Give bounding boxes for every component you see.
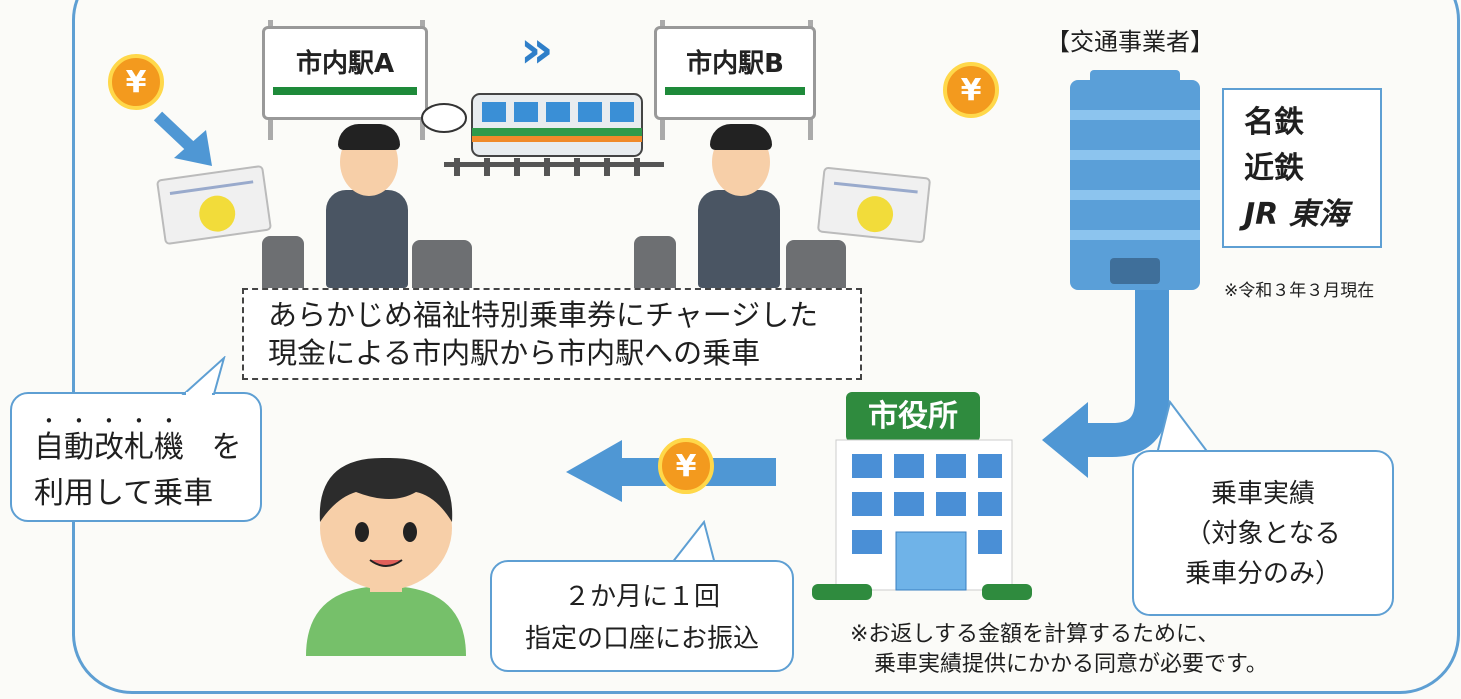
- gate-line-1-main: 自動改札機: [34, 430, 184, 465]
- city-hall-building-icon: [812, 439, 1032, 600]
- records-line-2: （対象となる: [1185, 519, 1341, 549]
- gate-usage-bubble: 自動改札機 を 利用して乗車: [10, 392, 262, 522]
- boarding-line-2: 現金による市内駅から市内駅への乗車: [268, 336, 761, 370]
- station-b-stripe: [665, 87, 805, 95]
- operator-building-icon: [1070, 70, 1200, 290]
- gate-line-2: 利用して乗車: [34, 476, 214, 511]
- train-icon: [421, 93, 664, 176]
- consent-line-2: 乗車実績提供にかかる同意が必要です。: [874, 652, 1268, 677]
- ticket-gate-icon: [412, 240, 472, 290]
- yen-coin-icon: ¥: [108, 54, 164, 110]
- payment-line-1: ２か月に１回: [563, 582, 720, 612]
- ic-card-icon: [816, 166, 932, 244]
- city-hall-label: 市役所: [868, 399, 958, 434]
- yen-coin-icon: ¥: [658, 438, 714, 494]
- yen-coin-icon: ¥: [943, 62, 999, 118]
- ticket-gate-icon: [786, 240, 846, 290]
- consent-line-1: ※お返しする金額を計算するために、: [850, 622, 1220, 647]
- businessman-hair-icon: [710, 124, 772, 150]
- gate-line-1-suffix: を: [211, 430, 242, 465]
- payment-bubble: ２か月に１回 指定の口座にお振込: [490, 560, 794, 672]
- records-line-1: 乗車実績: [1210, 479, 1315, 509]
- records-line-3: 乗車分のみ）: [1184, 559, 1341, 589]
- station-b-label: 市内駅B: [686, 49, 784, 79]
- station-b-sign: 市内駅B: [654, 26, 816, 120]
- city-hall-sign: 市役所: [846, 392, 980, 442]
- operators-header: 【交通事業者】: [1046, 28, 1214, 56]
- operator-name: JR 東海: [1244, 197, 1349, 232]
- recipient-person-icon: [306, 457, 466, 656]
- ticket-gate-icon: [634, 236, 676, 290]
- businessman-body-icon: [698, 190, 780, 288]
- payment-line-2: 指定の口座にお振込: [524, 624, 759, 654]
- ticket-gate-icon: [262, 236, 304, 290]
- forward-arrow-icon: »: [520, 20, 554, 80]
- operator-name: 近鉄: [1244, 151, 1304, 186]
- operators-note: ※令和３年３月現在: [1224, 281, 1375, 301]
- charge-arrow-icon: [153, 111, 212, 166]
- station-a-sign: 市内駅A: [262, 26, 428, 120]
- station-a-stripe: [273, 87, 417, 95]
- boarding-line-1: あらかじめ福祉特別乗車券にチャージした: [268, 298, 819, 332]
- ride-records-bubble: 乗車実績 （対象となる 乗車分のみ）: [1132, 450, 1394, 616]
- boarding-description-box: あらかじめ福祉特別乗車券にチャージした 現金による市内駅から市内駅への乗車: [242, 288, 862, 380]
- operator-name: 名鉄: [1244, 105, 1304, 140]
- outer-frame: [72, 0, 1460, 694]
- operators-list-box: 名鉄 近鉄 JR 東海: [1222, 88, 1382, 248]
- gate-line-1: 自動改札機 を: [34, 412, 260, 471]
- businessman-body-icon: [326, 190, 408, 288]
- bubble-tail-icon: [181, 356, 226, 396]
- station-a-label: 市内駅A: [295, 49, 395, 79]
- businessman-hair-icon: [338, 124, 400, 150]
- consent-note: ※お返しする金額を計算するために、 乗車実績提供にかかる同意が必要です。: [850, 620, 1268, 680]
- records-arrow-icon: [1042, 290, 1169, 478]
